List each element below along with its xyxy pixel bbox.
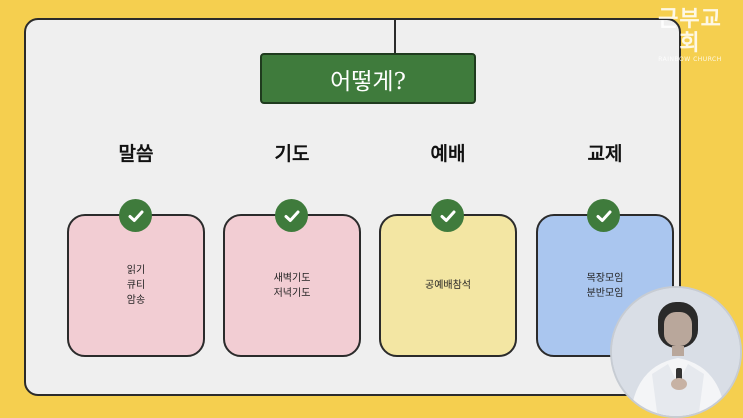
card-prayer: 새벽기도 저녁기도 (223, 214, 361, 357)
card-prayer-items: 새벽기도 저녁기도 (273, 272, 311, 299)
connector-line (394, 20, 396, 74)
title-label: 어떻게? (330, 68, 406, 95)
card-worship-items: 공예배참석 (425, 280, 471, 291)
card-fellowship-items: 목장모임 분반모임 (586, 272, 624, 299)
heading-worship: 예배 (430, 143, 466, 165)
card-word: 읽기 큐티 암송 (67, 214, 205, 357)
check-icon (275, 199, 308, 232)
card-word-items: 읽기 큐티 암송 (126, 265, 146, 306)
check-icon (119, 199, 152, 232)
heading-word: 말씀 (118, 143, 154, 165)
presenter-silhouette-icon (612, 288, 740, 416)
logo-sub-text: RAINBOW CHURCH (658, 56, 722, 63)
check-icon (587, 199, 620, 232)
title-box: 어떻게? (260, 53, 476, 104)
card-worship: 공예배참석 (379, 214, 517, 357)
heading-fellowship: 교제 (587, 143, 623, 165)
check-icon (431, 199, 464, 232)
logo-main-text: 근부교회 (658, 7, 722, 56)
presenter-video (610, 286, 742, 418)
heading-prayer: 기도 (274, 143, 310, 165)
church-logo: 근부교회 RAINBOW CHURCH (649, 8, 731, 64)
